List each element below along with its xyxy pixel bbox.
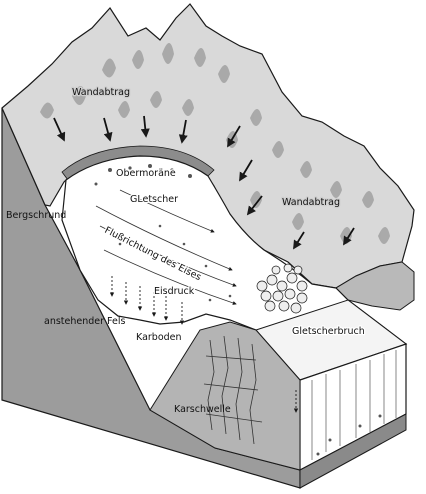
label-gletscher: GLetscher <box>130 194 178 205</box>
front-crevasses <box>311 350 397 460</box>
ice-flow-lines <box>95 189 237 305</box>
eisdruck-arrows <box>109 276 299 413</box>
label-eisdruck: Eisdruck <box>154 286 195 297</box>
label-obermoraene: Obermoräne <box>116 168 176 179</box>
label-wandabtrag-left: Wandabtrag <box>72 87 130 98</box>
label-wandabtrag-right: Wandabtrag <box>282 197 340 208</box>
ice-debris <box>94 164 382 456</box>
gletscherbruch-blocks <box>256 263 308 314</box>
label-karboden: Karboden <box>136 332 182 343</box>
karschwelle-cracks <box>203 335 263 445</box>
wandabtrag-arrows <box>53 115 355 250</box>
bedrock-bottom <box>299 413 407 489</box>
right-slope <box>335 261 415 311</box>
label-bergschrund: Bergschrund <box>6 210 66 221</box>
label-gletscherbruch: Gletscherbruch <box>292 326 365 337</box>
label-karschwelle: Karschwelle <box>174 404 231 415</box>
label-anstehender-fels: anstehender Fels <box>44 316 125 327</box>
karschwelle-section <box>149 321 301 471</box>
